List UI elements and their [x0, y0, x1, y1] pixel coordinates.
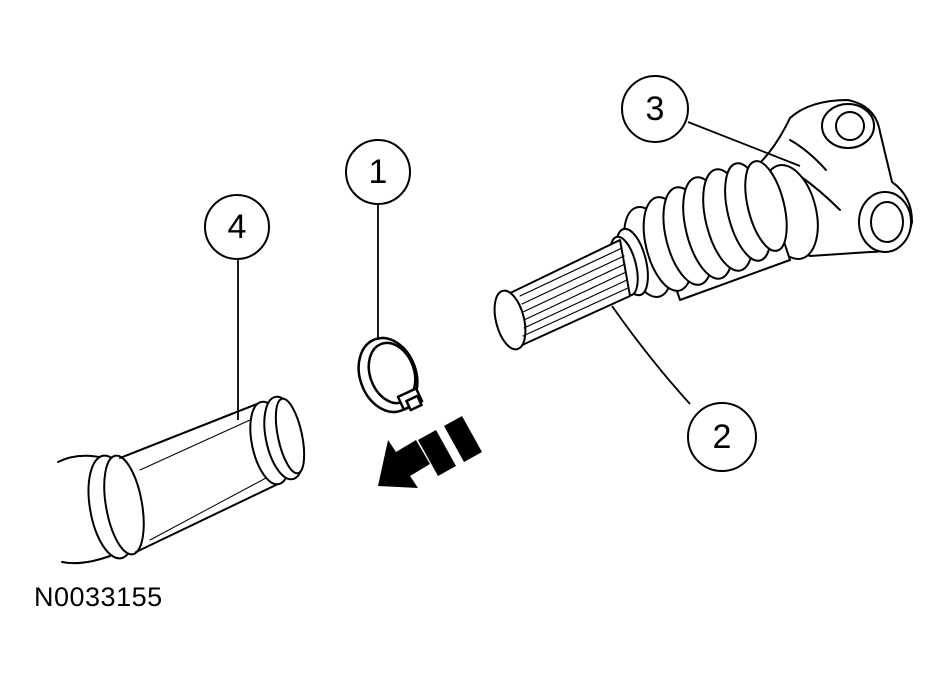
callout-2-label: 2	[713, 418, 732, 456]
callout-2: 2	[687, 402, 757, 472]
callout-4-label: 4	[228, 208, 247, 246]
figure-id: N0033155	[34, 582, 163, 612]
callout-3-label: 3	[646, 90, 665, 128]
direction-arrow	[378, 416, 482, 488]
callout-1-label: 1	[369, 153, 388, 191]
callout-4: 4	[204, 194, 270, 260]
leader-3	[687, 121, 801, 167]
slip-yoke-assembly	[493, 99, 913, 351]
driveshaft-tube	[57, 395, 306, 565]
leader-2	[611, 305, 691, 405]
hose-clamp	[357, 336, 424, 414]
callout-1: 1	[345, 139, 411, 205]
callout-3: 3	[621, 75, 689, 143]
leader-lines	[237, 121, 801, 420]
